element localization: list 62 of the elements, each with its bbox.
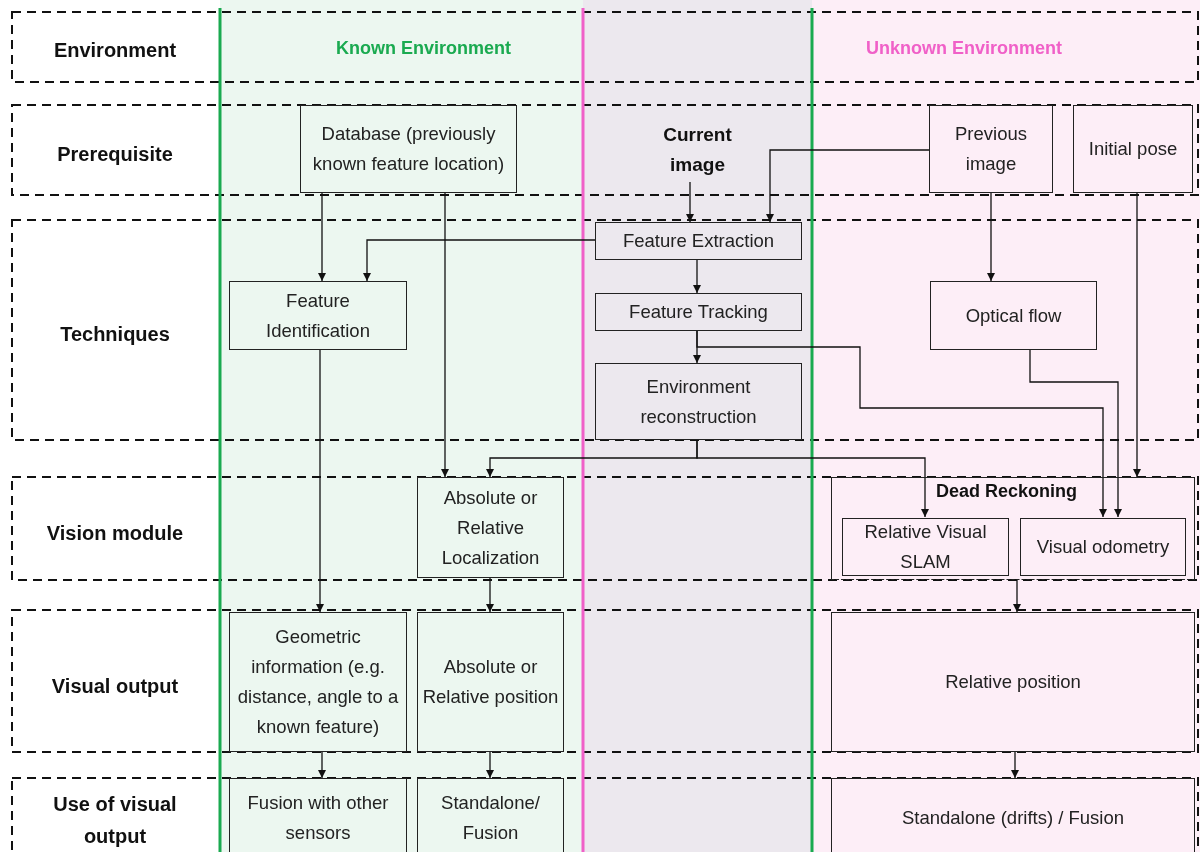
box-label: Optical flow xyxy=(964,303,1063,328)
box-label: Feature Tracking xyxy=(628,300,769,324)
box-label: Relative Visual SLAM xyxy=(863,520,988,574)
process-box xyxy=(930,281,1097,350)
process-box xyxy=(417,477,564,578)
arrow xyxy=(318,192,326,282)
arrow xyxy=(486,751,494,779)
arrow xyxy=(1133,192,1141,478)
arrow xyxy=(1029,349,1122,518)
box-label: Environment reconstruction xyxy=(639,374,758,429)
arrow xyxy=(441,192,449,478)
column-heading: Known Environment xyxy=(336,37,512,60)
row-heading: Visual output xyxy=(50,674,180,699)
arrow xyxy=(1013,579,1021,613)
row-heading: Use of visual output xyxy=(52,792,178,849)
row-heading: Prerequisite xyxy=(56,142,174,167)
process-box xyxy=(300,105,517,193)
arrow xyxy=(696,439,929,518)
process-box xyxy=(417,778,564,852)
process-box xyxy=(831,778,1195,852)
arrow xyxy=(693,259,701,294)
arrow xyxy=(987,192,995,282)
group-box xyxy=(831,477,1195,580)
process-box xyxy=(1020,518,1186,576)
group-title: Dead Reckoning xyxy=(936,481,1078,502)
arrow xyxy=(766,149,930,223)
box-label: Relative position xyxy=(944,670,1082,694)
box-label: Feature Extraction xyxy=(621,229,776,253)
arrow xyxy=(486,577,494,613)
box-label: Initial pose xyxy=(1087,137,1179,161)
box-label: Absolute or Relative Localization xyxy=(440,485,541,570)
box-label: Database (previously known feature location) xyxy=(311,122,506,176)
process-box xyxy=(229,612,407,752)
arrow xyxy=(1011,751,1019,779)
process-box xyxy=(929,105,1053,193)
box-label: Standalone (drifts) / Fusion xyxy=(900,806,1126,830)
process-box xyxy=(595,293,802,331)
process-box xyxy=(1073,105,1193,193)
box-label: Standalone/ Fusion xyxy=(440,791,541,845)
arrow xyxy=(686,181,694,223)
process-box xyxy=(595,363,802,440)
process-box xyxy=(842,518,1009,576)
box-label: Absolute or Relative position xyxy=(421,655,560,709)
arrow xyxy=(363,239,596,282)
arrow xyxy=(696,330,1107,518)
input-label: Current image xyxy=(662,123,733,177)
process-box xyxy=(831,612,1195,752)
box-label: Fusion with other sensors xyxy=(246,791,390,845)
row-heading: Techniques xyxy=(59,322,171,347)
process-box xyxy=(417,612,564,752)
box-label: Feature Identification xyxy=(265,288,371,343)
process-box xyxy=(229,778,407,852)
box-label: Geometric information (e.g. distance, angle to a known feature) xyxy=(236,625,400,739)
row-heading: Environment xyxy=(52,38,178,63)
box-label: Previous image xyxy=(954,122,1028,176)
box-label: Visual odometry xyxy=(1035,535,1171,559)
process-box xyxy=(229,281,407,350)
process-box xyxy=(595,222,802,260)
arrow xyxy=(318,751,326,779)
column-heading: Unknown Environment xyxy=(866,37,1063,60)
arrow xyxy=(316,349,324,613)
row-heading: Vision module xyxy=(45,521,185,546)
